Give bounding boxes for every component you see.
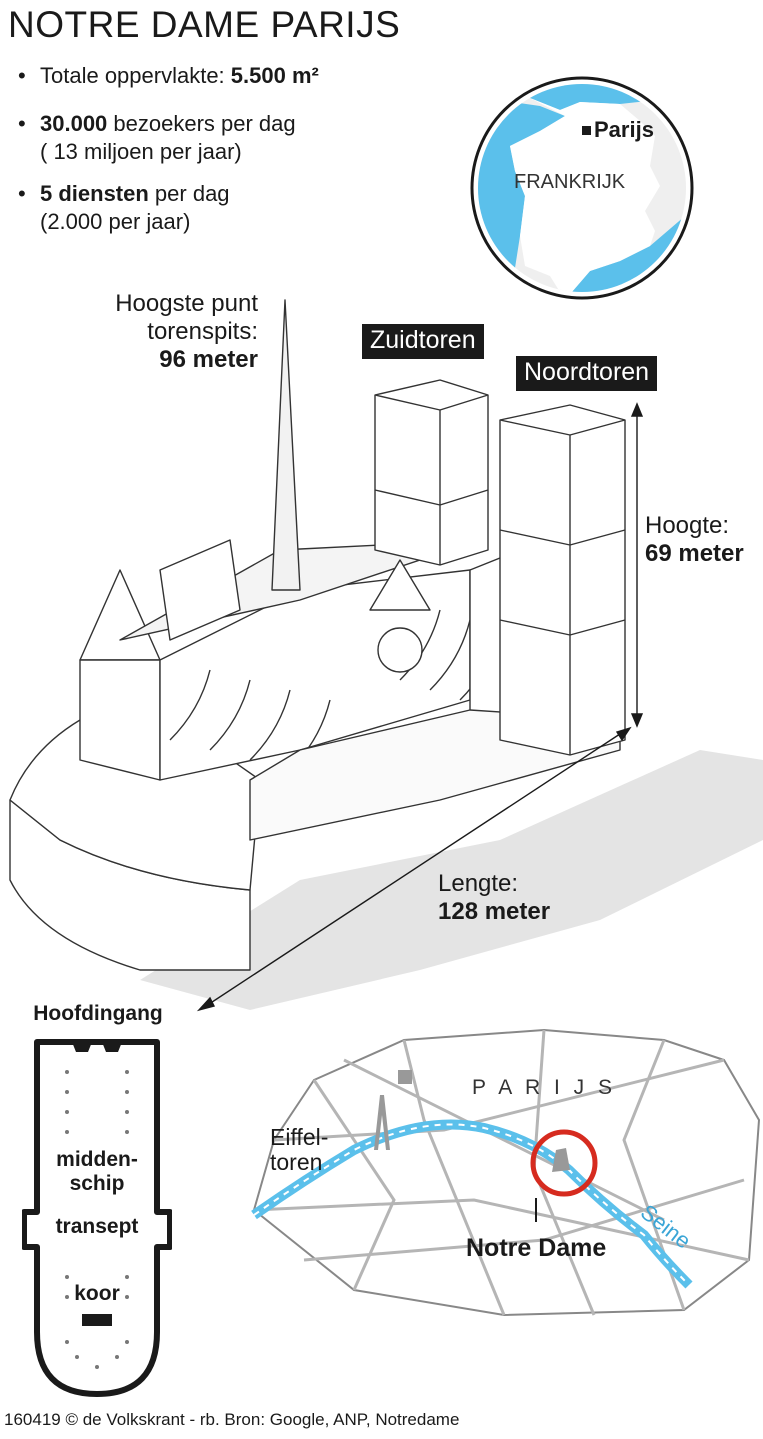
france-label: FRANKRIJK <box>514 171 626 193</box>
fact-area-value: 5.500 m² <box>230 63 319 88</box>
nave-label-line2: schip <box>69 1172 125 1195</box>
length-label: Lengte: 128 meter <box>438 870 550 926</box>
spire-height-value: 96 meter <box>159 346 258 373</box>
notre-dame-marker <box>530 1129 598 1197</box>
france-land <box>510 98 660 292</box>
cathedral-shadow <box>140 750 763 1010</box>
choir-label: koor <box>74 1282 120 1305</box>
paris-marker <box>582 126 591 135</box>
fact-services-label: per dag <box>148 181 230 206</box>
main-entrance-label: Hoofdingang <box>33 1002 163 1025</box>
nave-label: midden- schip <box>47 1148 147 1196</box>
floor-plan <box>22 1039 172 1397</box>
apse-roof <box>79 569 161 661</box>
length-dimension-line <box>202 729 627 1009</box>
length-label-text: Lengte: <box>438 870 519 897</box>
bullet: • <box>18 181 26 206</box>
nave-label-line1: midden- <box>56 1148 138 1171</box>
south-tower-label: Zuidtoren <box>362 324 484 359</box>
eiffel-label-line2: toren <box>270 1149 323 1175</box>
spire-label-line1: Hoogste punt <box>115 290 258 317</box>
eiffel-label: Eiffel- toren <box>270 1125 328 1175</box>
height-label: Hoogte: 69 meter <box>645 512 744 568</box>
fact-services-value: 5 diensten <box>40 181 149 206</box>
page-title: NOTRE DAME PARIJS <box>8 4 401 45</box>
fact-services: • 5 diensten per dag (2.000 per jaar) <box>18 180 230 236</box>
paris-label: Parijs <box>594 117 654 142</box>
paris-city-label: P A R I J S <box>472 1076 616 1099</box>
floor-plan-outline <box>22 1039 172 1397</box>
transept <box>159 539 241 641</box>
fact-visitors-value: 30.000 <box>40 111 108 136</box>
eiffel-tower-icon <box>374 1095 390 1150</box>
facade-gable <box>369 559 431 611</box>
paris-city-map: P A R I J S Seine <box>251 1028 761 1317</box>
source-credit: 160419 © de Volkskrant - rb. Bron: Googl… <box>4 1410 460 1429</box>
notre-dame-label: Notre Dame <box>466 1234 607 1262</box>
height-value: 69 meter <box>645 540 744 567</box>
bullet: • <box>18 63 26 88</box>
north-tower-label: Noordtoren <box>516 356 658 391</box>
bullet: • <box>18 111 26 136</box>
fact-visitors-yearly: ( 13 miljoen per jaar) <box>40 139 242 164</box>
spire <box>271 299 301 591</box>
fact-visitors-label: bezoekers per dag <box>107 111 296 136</box>
rose-window <box>377 627 423 673</box>
notre-dame-icon <box>552 1148 570 1172</box>
transept-label: transept <box>55 1215 139 1238</box>
length-value: 128 meter <box>438 898 551 925</box>
spire-label: Hoogste punt torenspits: 96 meter <box>96 290 258 374</box>
cathedral-illustration <box>9 299 763 1012</box>
fact-visitors: • 30.000 bezoekers per dag ( 13 miljoen p… <box>18 110 296 166</box>
spire-label-line2: torenspits: <box>147 318 258 345</box>
height-label-text: Hoogte: <box>645 512 730 539</box>
fact-area: • Totale oppervlakte: 5.500 m² <box>18 62 319 90</box>
france-locator-map: Parijs FRANKRIJK <box>470 76 694 300</box>
north-tower <box>499 404 626 756</box>
south-tower <box>374 379 489 566</box>
fact-area-label: Totale oppervlakte: <box>40 63 231 88</box>
eiffel-label-line1: Eiffel- <box>270 1124 329 1150</box>
arc-de-triomphe-icon <box>398 1070 412 1084</box>
fact-services-yearly: (2.000 per jaar) <box>40 209 191 234</box>
